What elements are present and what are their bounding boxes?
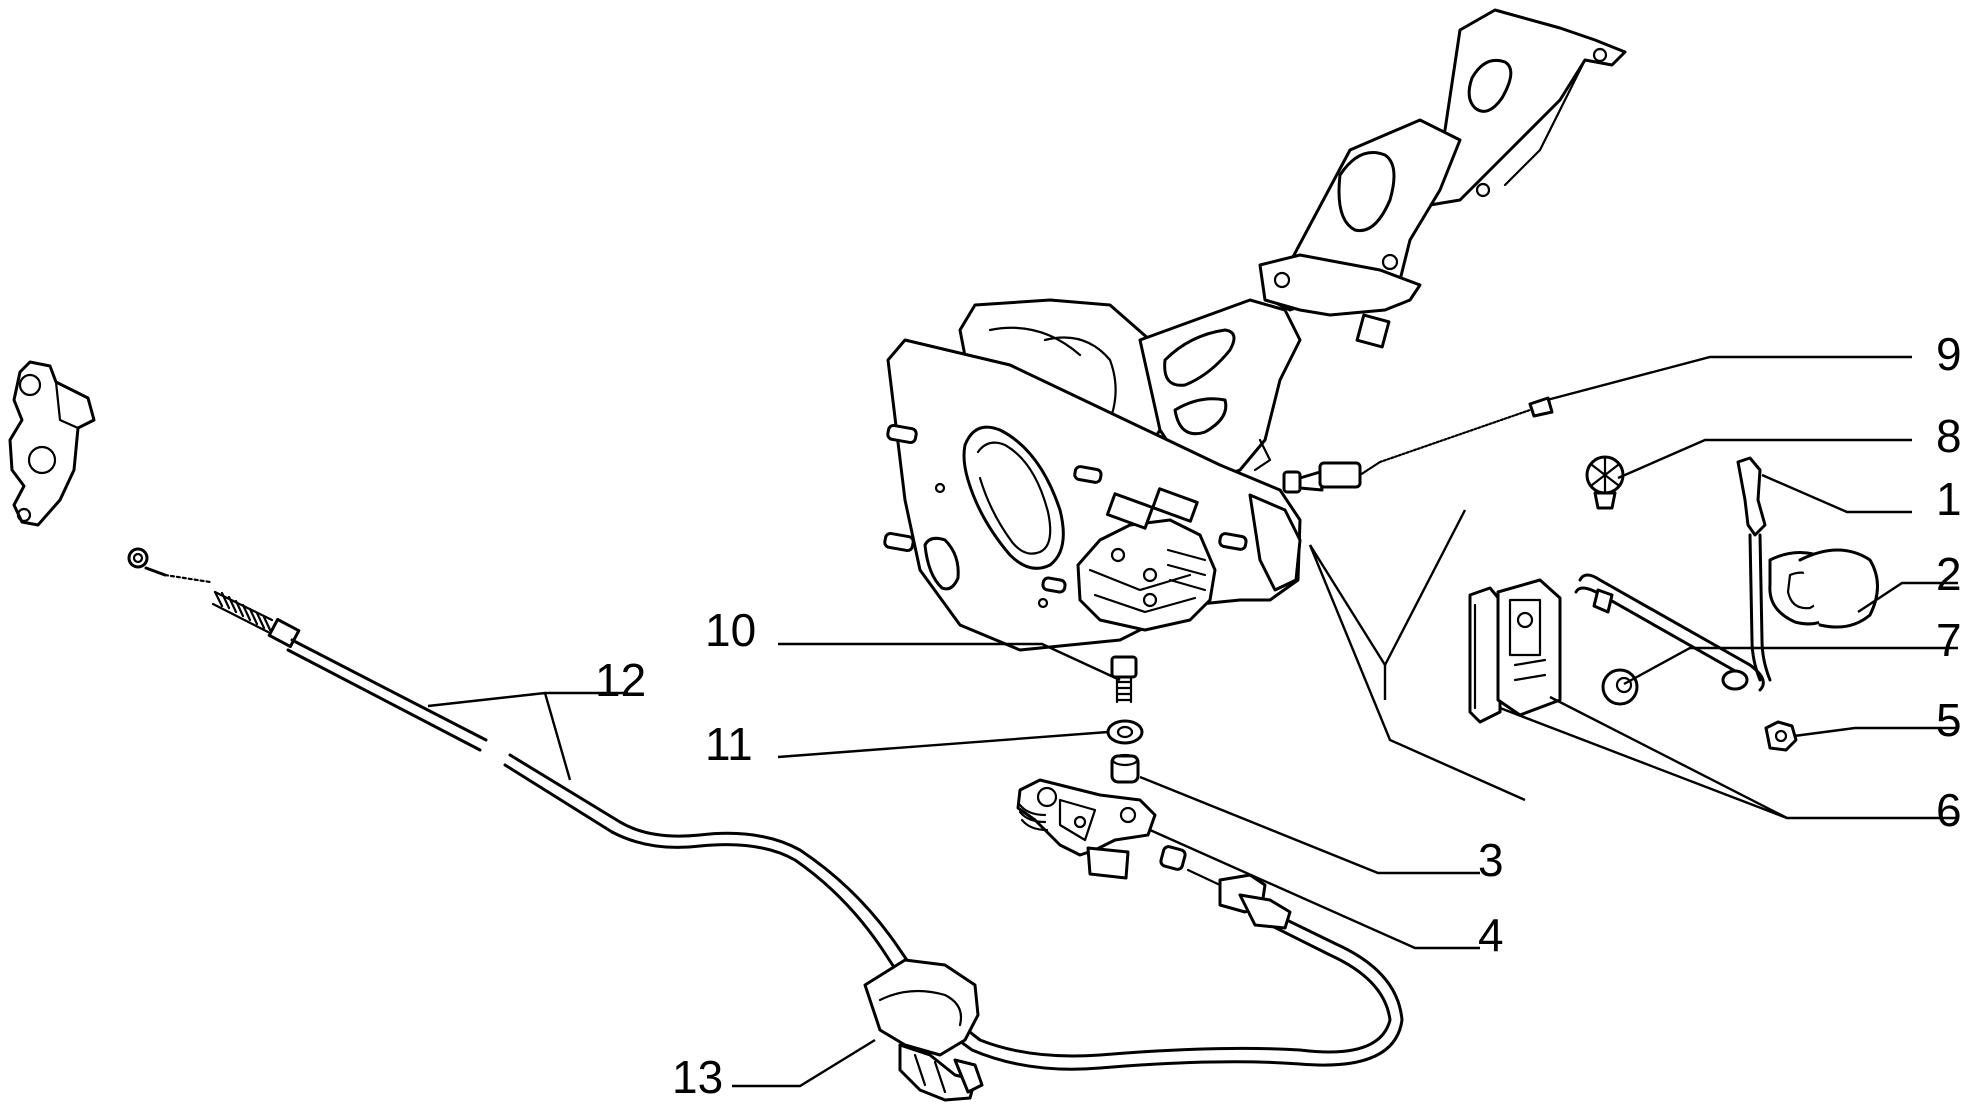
part-13-clip	[863, 958, 984, 1102]
lever-spring-left	[1018, 803, 1049, 832]
callout-5: 5	[1936, 694, 1962, 746]
callout-2: 2	[1936, 548, 1962, 600]
callout-labels: 9 8 1 2 7 5 6 10 11 3 4 12 13	[595, 328, 1962, 1103]
callout-4: 4	[1478, 909, 1504, 961]
cable-12-part	[127, 547, 1404, 1071]
ratchet-mechanism	[1076, 487, 1217, 632]
part-7-wire	[1574, 573, 1765, 692]
callout-11: 11	[705, 718, 753, 770]
part-11-washer	[1106, 719, 1144, 745]
callout-13: 13	[672, 1051, 723, 1103]
part-4-lever	[1016, 778, 1157, 880]
part-4-cable-end	[1159, 845, 1292, 930]
callout-12: 12	[595, 654, 646, 706]
lever-spring-right	[1086, 846, 1130, 880]
reference-lines	[1308, 509, 1526, 802]
part-10-bolt	[1110, 655, 1138, 704]
left-bracket-part	[8, 360, 96, 527]
part-2-bushing	[1768, 548, 1879, 629]
housing-studs	[883, 423, 1248, 609]
cable-12-spring	[211, 590, 274, 634]
part-3-spacer	[1110, 753, 1140, 784]
callout-8: 8	[1936, 410, 1962, 462]
part-7-grommet	[1601, 668, 1639, 706]
pedal-housing-part	[883, 8, 1627, 652]
callout-3: 3	[1478, 834, 1504, 886]
callout-10: 10	[705, 604, 756, 656]
part-9	[1282, 396, 1554, 494]
part-6-switch	[1468, 578, 1562, 724]
callout-1: 1	[1936, 473, 1962, 525]
part-8	[1585, 455, 1625, 510]
callout-6: 6	[1936, 784, 1962, 836]
callout-7: 7	[1936, 614, 1962, 666]
leader-lines	[427, 355, 1958, 1088]
part-5-nut	[1764, 720, 1798, 752]
callout-9: 9	[1936, 328, 1962, 380]
part-1-rod	[1736, 456, 1772, 682]
